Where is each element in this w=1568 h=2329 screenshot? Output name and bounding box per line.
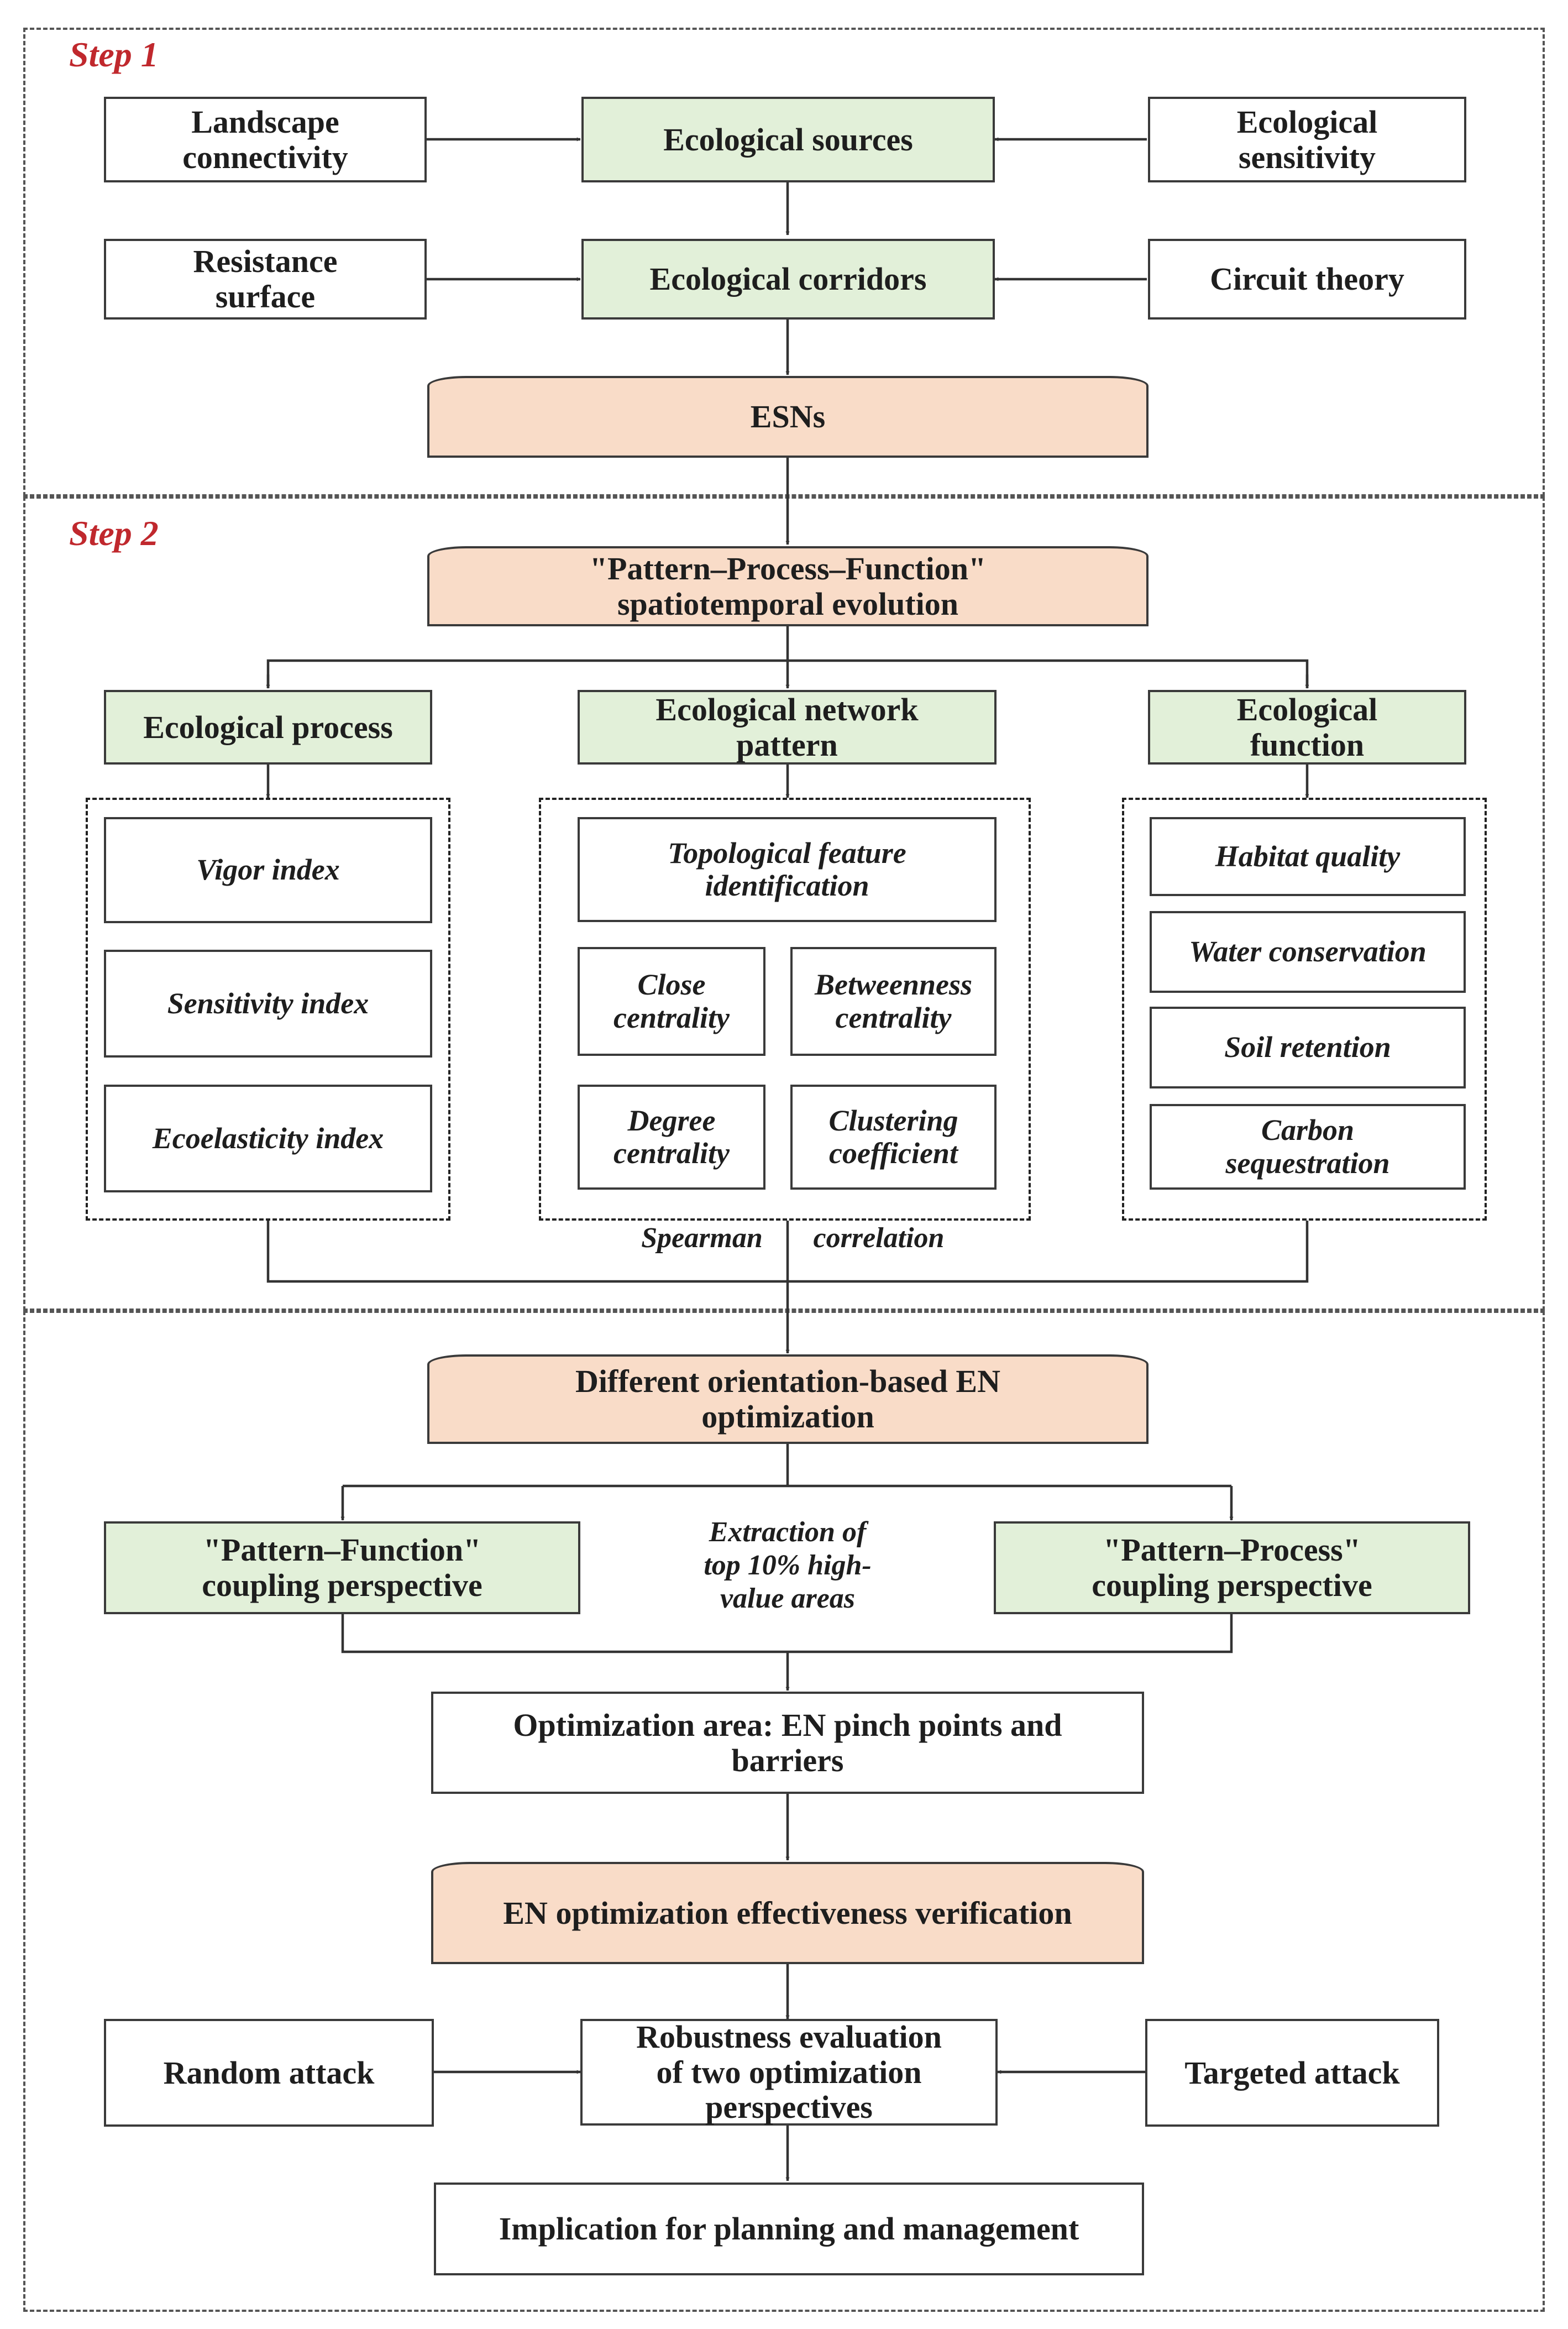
correlation-label: correlation <box>813 1222 945 1254</box>
ecological-corridors-box: Ecological corridors <box>581 239 995 320</box>
targeted-attack-box: Targeted attack <box>1145 2019 1439 2127</box>
esns-box: ESNs <box>427 376 1149 458</box>
circuit-theory-box: Circuit theory <box>1148 239 1466 320</box>
soil-retention-box: Soil retention <box>1150 1007 1466 1088</box>
process-indices-group <box>86 798 450 1221</box>
ecological-process-box: Ecological process <box>104 690 432 765</box>
random-attack-box: Random attack <box>104 2019 434 2127</box>
landscape-connectivity-box: Landscape connectivity <box>104 97 427 182</box>
spearman-label: Spearman <box>641 1222 763 1254</box>
habitat-quality-box: Habitat quality <box>1150 817 1466 896</box>
ppf-evolution-box: "Pattern–Process–Function" spatiotempora… <box>427 546 1149 626</box>
carbon-sequestration-box: Carbon sequestration <box>1150 1104 1466 1190</box>
degree-centrality-box: Degree centrality <box>578 1085 765 1190</box>
extraction-note: Extraction of top 10% high- value areas <box>704 1516 872 1614</box>
step2-region <box>23 496 1545 1311</box>
optimization-area-box: Optimization area: EN pinch points and b… <box>431 1692 1144 1794</box>
vigor-index-box: Vigor index <box>104 817 432 923</box>
verification-box: EN optimization effectiveness verificati… <box>431 1862 1144 1964</box>
ecoelasticity-index-box: Ecoelasticity index <box>104 1085 432 1192</box>
step2-label: Step 2 <box>69 514 159 553</box>
implication-box: Implication for planning and management <box>434 2183 1144 2275</box>
step3-region <box>23 1311 1545 2312</box>
pattern-metrics-group <box>539 798 1031 1221</box>
betweenness-centrality-box: Betweenness centrality <box>790 947 997 1056</box>
resistance-surface-box: Resistance surface <box>104 239 427 320</box>
ecological-sensitivity-box: Ecological sensitivity <box>1148 97 1466 182</box>
sensitivity-index-box: Sensitivity index <box>104 950 432 1058</box>
step1-region <box>23 28 1545 496</box>
ecological-network-pattern-box: Ecological network pattern <box>578 690 997 765</box>
function-items-group <box>1122 798 1487 1221</box>
pattern-function-box: "Pattern–Function" coupling perspective <box>104 1521 580 1614</box>
clustering-coefficient-box: Clustering coefficient <box>790 1085 997 1190</box>
step1-label: Step 1 <box>69 35 159 74</box>
ecological-function-box: Ecological function <box>1148 690 1466 765</box>
topological-feature-box: Topological feature identification <box>578 817 997 922</box>
ecological-sources-box: Ecological sources <box>581 97 995 182</box>
pattern-process-box: "Pattern–Process" coupling perspective <box>994 1521 1470 1614</box>
water-conservation-box: Water conservation <box>1150 911 1466 993</box>
robustness-evaluation-box: Robustness evaluation of two optimizatio… <box>580 2019 998 2126</box>
en-optimization-box: Different orientation-based EN optimizat… <box>427 1354 1149 1444</box>
close-centrality-box: Close centrality <box>578 947 765 1056</box>
